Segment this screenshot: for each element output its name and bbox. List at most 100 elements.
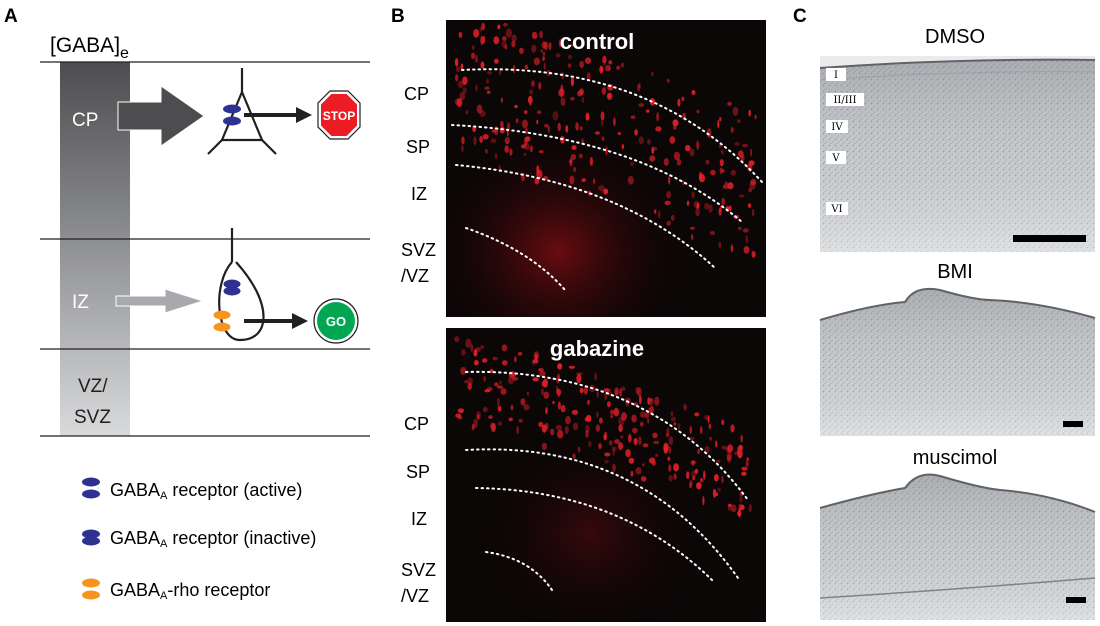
labeled-cell xyxy=(656,112,659,122)
labeled-cell xyxy=(670,411,674,417)
labeled-cell xyxy=(501,344,508,352)
labeled-cell xyxy=(458,31,463,38)
labeled-cell xyxy=(484,86,490,90)
zone-label-svz: SVZ xyxy=(74,407,111,428)
labeled-cell xyxy=(497,405,502,412)
muscimol-scale-bar xyxy=(1066,597,1086,603)
control-layer-sp: SP xyxy=(406,137,430,157)
labeled-cell xyxy=(571,409,579,415)
labeled-cell xyxy=(647,418,650,424)
labeled-cell xyxy=(501,40,507,48)
labeled-cell xyxy=(526,391,530,396)
labeled-cell xyxy=(506,140,509,144)
labeled-cell xyxy=(637,84,641,92)
labeled-cell xyxy=(716,459,721,464)
labeled-cell xyxy=(694,412,700,417)
labeled-cell xyxy=(519,47,524,54)
labeled-cell xyxy=(638,436,642,446)
labeled-cell xyxy=(581,96,585,103)
labeled-cell xyxy=(604,460,609,464)
labeled-cell xyxy=(673,463,679,472)
labeled-cell xyxy=(725,446,731,453)
labeled-cell xyxy=(740,434,743,443)
labeled-cell xyxy=(745,235,748,244)
labeled-cell xyxy=(664,200,671,206)
labeled-cell xyxy=(653,440,660,445)
labeled-cell xyxy=(694,468,699,474)
labeled-cell xyxy=(523,152,527,156)
labeled-cell xyxy=(651,71,654,76)
labeled-cell xyxy=(619,388,622,397)
control-layer-svz: SVZ xyxy=(401,240,436,260)
labeled-cell xyxy=(570,77,575,87)
labeled-cell xyxy=(751,250,756,258)
labeled-cell xyxy=(620,435,624,439)
labeled-cell xyxy=(455,74,459,82)
dmso-title: DMSO xyxy=(925,26,985,48)
labeled-cell xyxy=(581,178,586,183)
labeled-cell xyxy=(743,246,750,254)
labeled-cell xyxy=(737,150,744,158)
labeled-cell xyxy=(689,425,693,434)
labeled-cell xyxy=(594,372,597,381)
labeled-cell xyxy=(734,142,740,146)
labeled-cell xyxy=(646,109,650,113)
zone-divider-lines xyxy=(40,61,370,437)
labeled-cell xyxy=(596,391,599,399)
labeled-cell xyxy=(524,64,529,70)
labeled-cell xyxy=(608,60,613,65)
labeled-cell xyxy=(621,412,627,421)
labeled-cell xyxy=(696,202,700,209)
gabazine-layer-cp: CP xyxy=(404,414,429,434)
labeled-cell xyxy=(602,55,607,64)
labeled-cell xyxy=(483,376,487,382)
labeled-cell xyxy=(719,159,724,167)
labeled-cell xyxy=(710,169,716,176)
labeled-cell xyxy=(690,234,694,240)
labeled-cell xyxy=(486,78,489,84)
migrating-neuron-icon xyxy=(218,228,265,342)
labeled-cell xyxy=(742,228,749,233)
labeled-cell xyxy=(630,470,634,477)
labeled-cell xyxy=(618,424,623,432)
labeled-cell xyxy=(496,397,500,407)
labeled-cell xyxy=(465,110,469,115)
labeled-cell xyxy=(592,178,596,185)
legend-inactive-rest: receptor (inactive) xyxy=(167,528,316,548)
labeled-cell xyxy=(730,244,734,253)
labeled-cell xyxy=(498,164,501,174)
iz-large-arrow xyxy=(115,288,205,314)
labeled-cell xyxy=(509,148,513,156)
labeled-cell xyxy=(511,34,517,42)
labeled-cell xyxy=(490,138,497,143)
labeled-cell xyxy=(527,95,533,104)
labeled-cell xyxy=(638,103,644,107)
labeled-cell xyxy=(491,422,496,431)
labeled-cell xyxy=(493,36,500,45)
labeled-cell xyxy=(565,125,569,133)
labeled-cell xyxy=(654,209,657,214)
labeled-cell xyxy=(481,22,485,31)
labeled-cell xyxy=(532,359,539,364)
labeled-cell xyxy=(524,142,530,151)
labeled-cell xyxy=(565,415,571,425)
labeled-cell xyxy=(681,96,685,102)
labeled-cell xyxy=(717,487,721,492)
labeled-cell xyxy=(708,436,713,441)
labeled-cell xyxy=(748,203,751,208)
labeled-cell xyxy=(536,119,539,125)
legend-active-receptor-icon xyxy=(82,477,100,487)
labeled-cell xyxy=(642,463,645,467)
labeled-cell xyxy=(668,175,671,185)
labeled-cell xyxy=(647,139,651,145)
labeled-cell xyxy=(531,31,538,40)
labeled-cell xyxy=(457,80,464,88)
labeled-cell xyxy=(531,80,535,87)
legend-rho-main: GABA xyxy=(110,580,160,600)
labeled-cell xyxy=(665,433,670,438)
labeled-cell xyxy=(750,178,757,186)
labeled-cell xyxy=(558,38,563,48)
labeled-cell xyxy=(579,60,584,69)
labeled-cell xyxy=(648,398,653,403)
legend-active-rest: receptor (active) xyxy=(167,480,302,500)
